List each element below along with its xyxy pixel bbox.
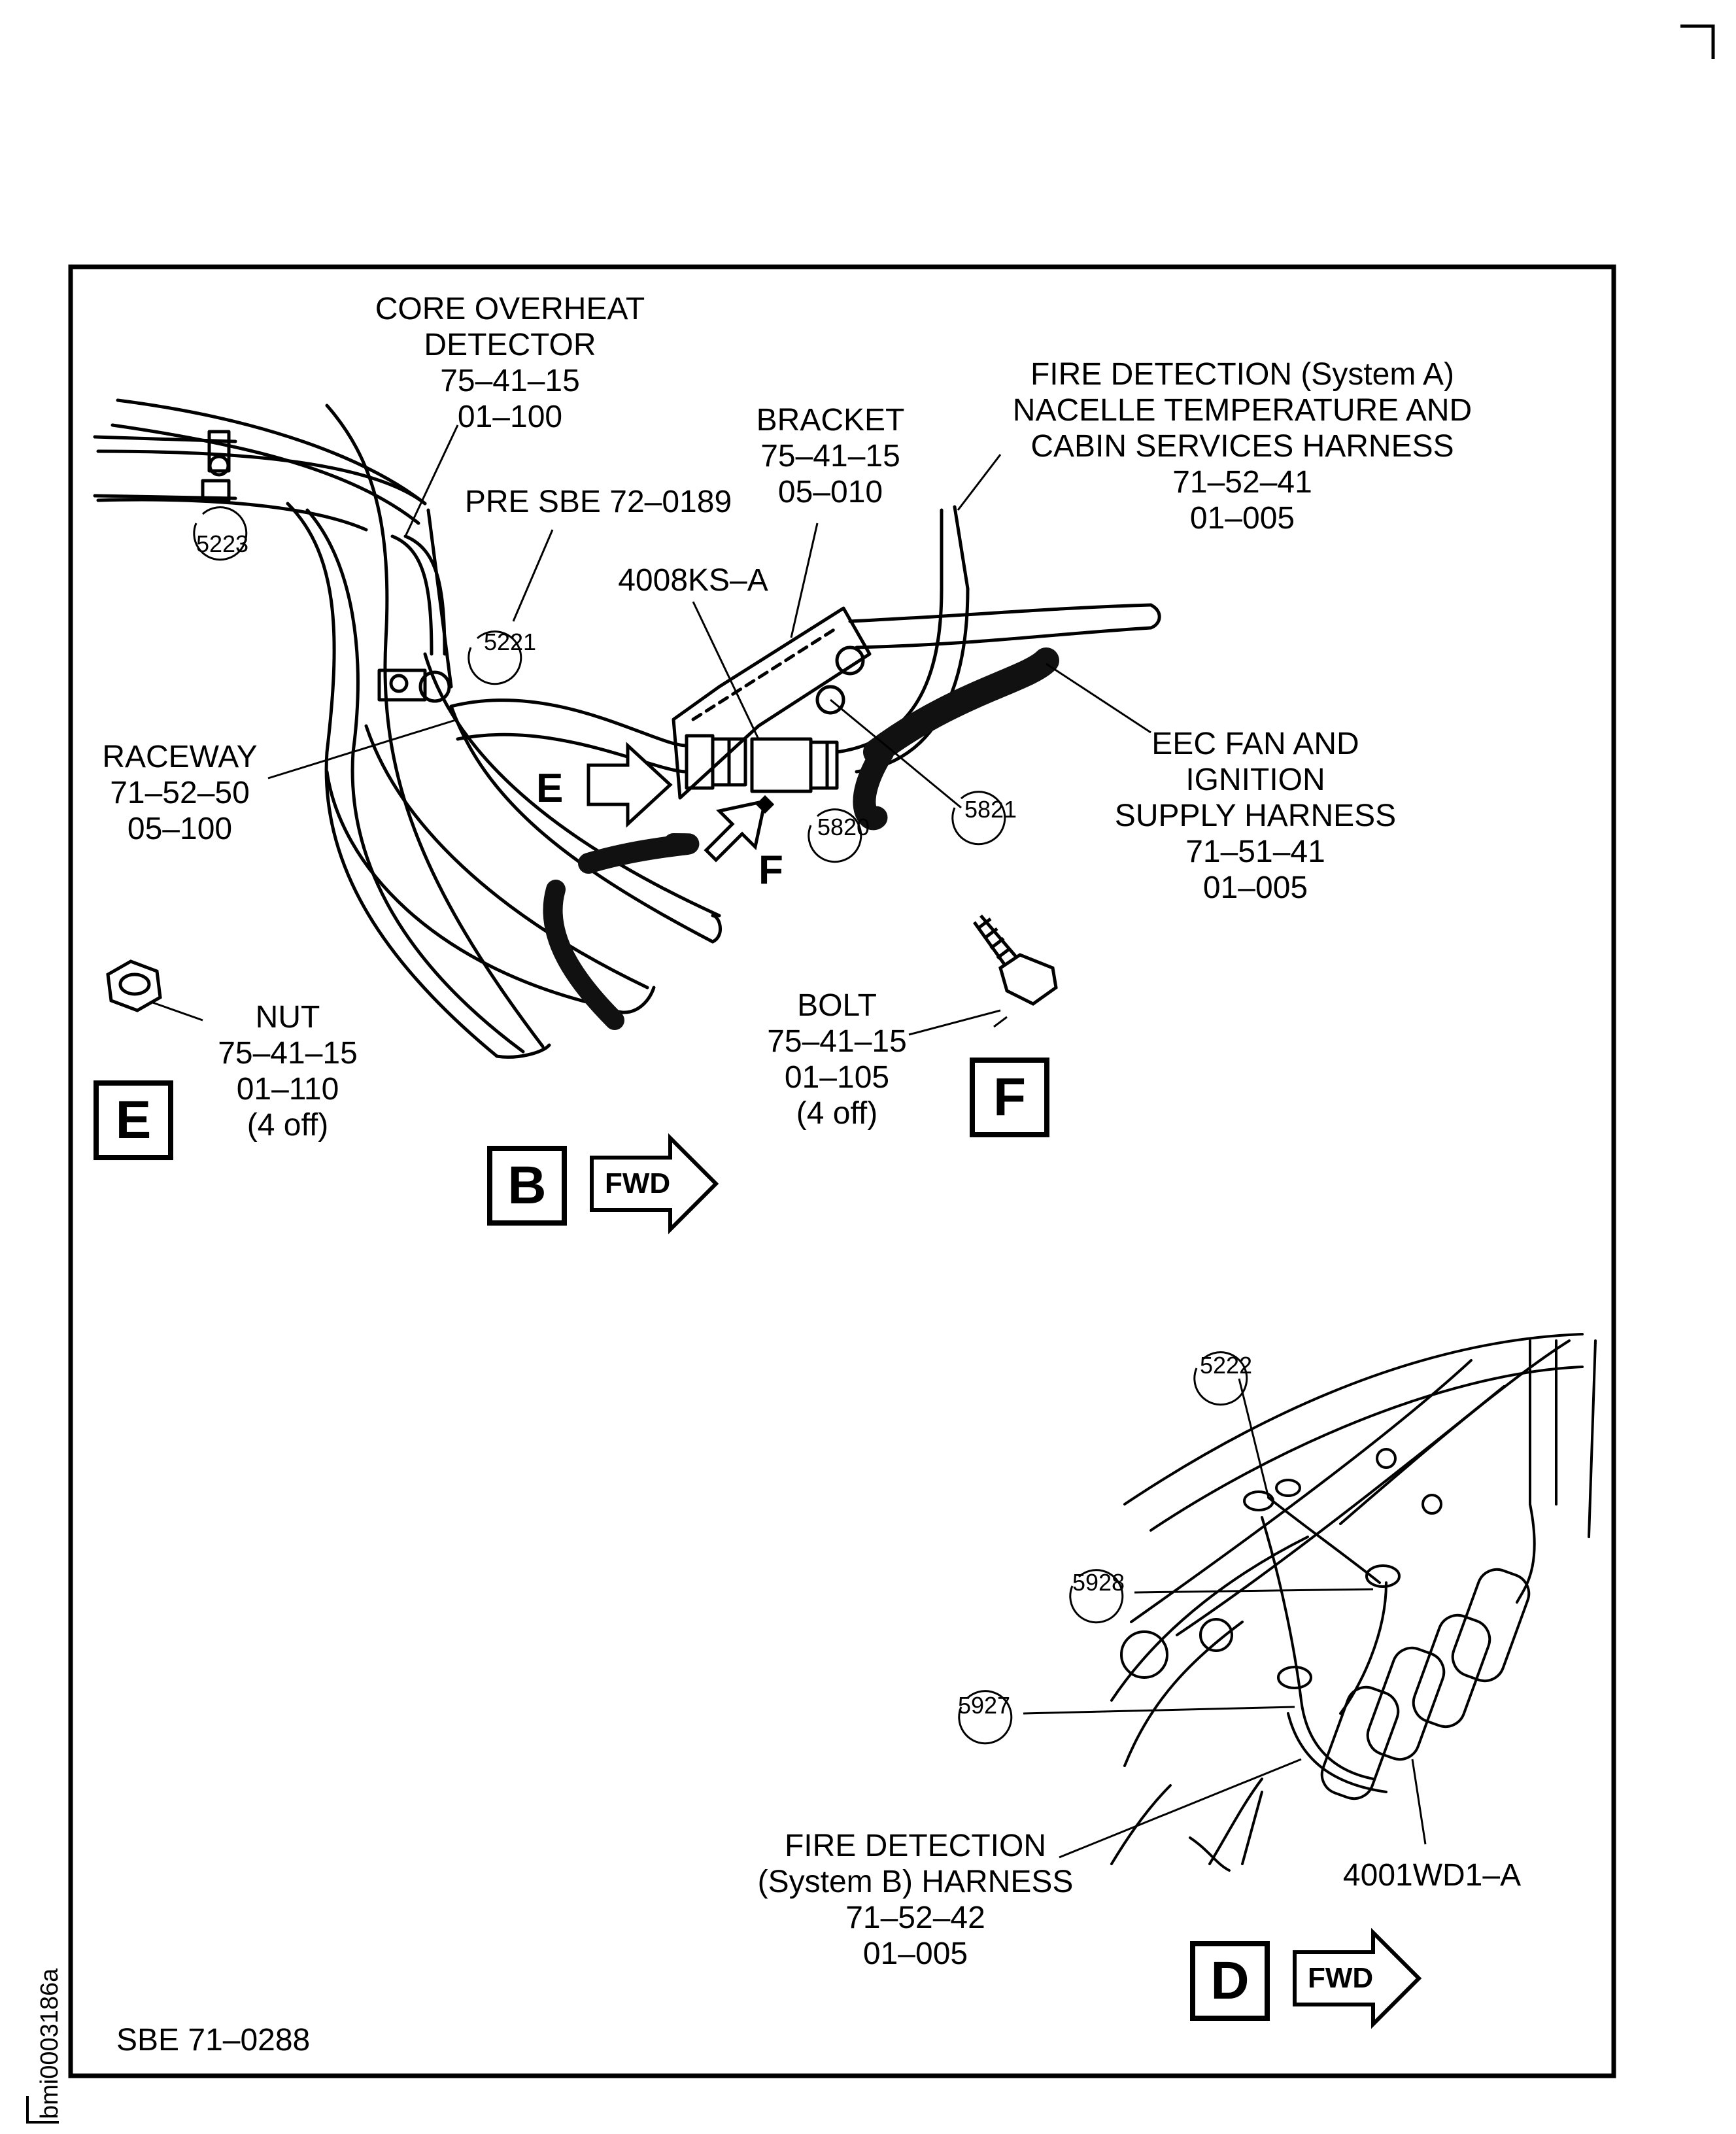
diagram-frame (68, 264, 1616, 2078)
bolt-icon (972, 914, 1058, 1006)
view-b-drawing (93, 398, 1161, 1059)
leader-lines-b (146, 424, 1151, 1036)
view-d-box: D (1190, 1941, 1270, 2021)
nut-label: NUT 75–41–15 01–110 (4 off) (218, 1000, 358, 1143)
core-overheat-detector-label: CORE OVERHEAT DETECTOR 75–41–15 01–100 (375, 292, 645, 434)
fwd-label-b: FWD (605, 1167, 671, 1199)
view-f-tag (755, 795, 775, 814)
callout-circles-d (958, 1351, 1248, 1745)
fwd-arrow-b (590, 1133, 719, 1235)
callout-5223: 5223 (196, 530, 249, 557)
view-e-box: E (94, 1080, 173, 1160)
crop-mark-bottom-left (26, 2096, 59, 2124)
callout-5821: 5821 (964, 796, 1017, 823)
view-e-flag: E (536, 766, 564, 811)
callout-5221: 5221 (483, 628, 537, 655)
pre-sbe-label: PRE SBE 72–0189 (464, 485, 732, 519)
fwd-label-d: FWD (1308, 1962, 1374, 1994)
fwd-arrow-d (1293, 1927, 1422, 2029)
sbe-reference-label: SBE 71–0288 (116, 2023, 311, 2057)
bracket-label: BRACKET 75–41–15 05–010 (756, 403, 905, 509)
connector-4008ks-a-label: 4008KS–A (618, 563, 768, 598)
callout-5820: 5820 (817, 814, 870, 840)
view-f-flag: F (758, 848, 783, 893)
figure-id-label: bmi0003186a (36, 1968, 63, 2119)
fire-detection-system-b-label: FIRE DETECTION (System B) HARNESS 71–52–… (757, 1829, 1074, 1971)
view-f-arrow (704, 799, 768, 863)
connector-4001wd1-a-label: 4001WD1–A (1342, 1858, 1522, 1893)
callout-circles-b (193, 506, 1006, 863)
view-d-drawing (1110, 1333, 1597, 1872)
callout-5927: 5927 (957, 1692, 1011, 1719)
fire-detection-system-a-label: FIRE DETECTION (System A) NACELLE TEMPER… (1012, 357, 1472, 536)
leader-lines-d (1023, 1378, 1427, 1859)
eec-fan-harness-label: EEC FAN AND IGNITION SUPPLY HARNESS 71–5… (1114, 727, 1397, 905)
raceway-label: RACEWAY 71–52–50 05–100 (102, 740, 258, 846)
view-f-box: F (970, 1058, 1049, 1137)
bolt-label: BOLT 75–41–15 01–105 (4 off) (767, 988, 907, 1131)
callout-5928: 5928 (1072, 1569, 1125, 1596)
view-b-box: B (487, 1146, 567, 1226)
crop-mark-top-right (1680, 24, 1715, 59)
view-e-arrow (587, 742, 673, 828)
nut-icon (106, 959, 162, 1012)
callout-5222: 5222 (1199, 1352, 1253, 1379)
